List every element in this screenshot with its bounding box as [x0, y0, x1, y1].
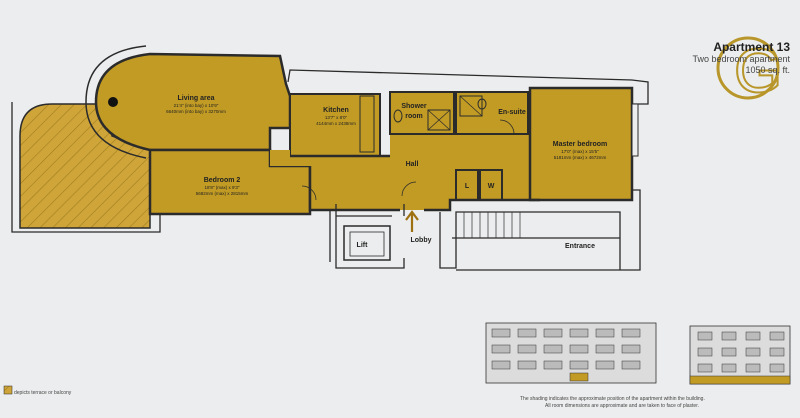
room-dims-master-metric: 5181mm (max) x 4672mm — [554, 155, 607, 160]
apartment-type: Two bedroom apartment — [692, 54, 790, 64]
brand-logo: G — [716, 36, 783, 107]
apartment-position-marker — [569, 372, 589, 382]
room-label-bedroom-2: Bedroom 2 — [204, 177, 241, 184]
shower-toilet — [393, 109, 403, 123]
door-swing-entry — [401, 181, 417, 197]
legend-text: depicts terrace or balcony — [14, 390, 72, 396]
room-dims-living-metric: 6640mm (into bay) x 3270mm — [166, 109, 226, 114]
hall-walls — [290, 154, 540, 212]
room-dims-bedroom-2-imperial: 18'8" (max) x 9'3" — [205, 185, 240, 190]
room-label-lift: Lift — [357, 242, 369, 249]
lift-car — [349, 231, 385, 257]
apartment-position-marker-side — [689, 375, 791, 385]
room-dims-living-imperial: 21'4" (into bay) x 10'9" — [174, 103, 219, 108]
room-label-ensuite: En-suite — [498, 109, 526, 116]
room-label-linen: L — [465, 183, 470, 190]
room-label-wardrobe: W — [488, 183, 495, 190]
bay-window — [85, 45, 147, 159]
kitchen-counter — [359, 95, 375, 153]
master-window — [631, 103, 639, 157]
living-area-shape — [94, 52, 292, 152]
room-dims-kitchen-metric: 4144mm x 2438mm — [316, 121, 356, 126]
shower-room-shape — [389, 91, 455, 135]
room-label-living: Living area — [178, 95, 215, 102]
room-label-kitchen: Kitchen — [323, 107, 349, 114]
bay-pillar — [108, 97, 118, 107]
room-dims-kitchen-imperial: 13'7" x 8'0" — [325, 115, 348, 120]
stairs — [463, 212, 521, 238]
room-label-shower-2: room — [405, 113, 423, 120]
room-label-master: Master bedroom — [553, 141, 607, 148]
room-label-shower: Shower — [401, 103, 427, 110]
room-label-entrance: Entrance — [565, 243, 595, 250]
room-label-lobby: Lobby — [411, 237, 432, 244]
building-elevation-front — [485, 322, 657, 384]
footnote-1: The shading indicates the approximate po… — [520, 396, 705, 402]
ensuite-tray — [459, 95, 483, 117]
room-label-hall: Hall — [406, 161, 419, 168]
outer-wall — [11, 69, 649, 271]
door-swing-master — [499, 119, 515, 135]
title-block: Apartment 13 Two bedroom apartment 1050 … — [640, 40, 790, 76]
communal-walls — [335, 204, 621, 270]
apartment-title: Apartment 13 — [713, 40, 790, 54]
ensuite-shape — [455, 91, 529, 135]
footnote-2: All room dimensions are approximate and … — [545, 403, 699, 409]
building-elevation-side — [689, 325, 791, 385]
shower-tray — [427, 109, 451, 131]
svg-text:G: G — [734, 37, 782, 106]
legend-swatch — [3, 385, 13, 395]
room-dims-bedroom-2-metric: 5682mm (max) x 2815mm — [196, 191, 249, 196]
entry-arrow — [405, 210, 419, 232]
ensuite-toilet — [477, 98, 487, 110]
apartment-area: 1050 sq. ft. — [745, 65, 790, 75]
room-dims-master-imperial: 17'0" (max) x 15'5" — [561, 149, 599, 154]
door-swing-bedroom2 — [301, 185, 317, 201]
master-bedroom-shape — [528, 86, 634, 202]
